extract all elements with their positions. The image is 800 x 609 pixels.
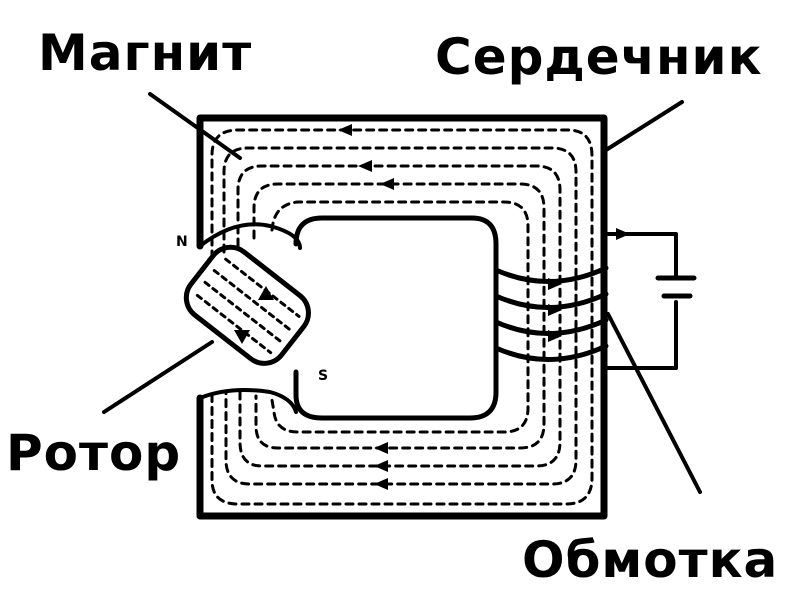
rotor-field-lines (195, 257, 301, 355)
arrow-icon (258, 286, 274, 300)
arrow-icon (234, 330, 250, 344)
south-pole-label: S (318, 368, 328, 384)
leader-rotor (102, 340, 214, 414)
flux-line-3 (236, 164, 562, 468)
core-label: Сердечник (435, 28, 763, 86)
core-inner-window (293, 215, 499, 421)
arrow-icon (358, 160, 372, 172)
north-pole-face (198, 222, 302, 250)
leader-core (604, 100, 684, 152)
arrow-icon (374, 460, 388, 472)
circuit-wire-top (604, 232, 678, 278)
arrow-icon (548, 304, 562, 316)
flux-line-outer (210, 128, 594, 506)
south-pole-face (198, 388, 298, 414)
core-outer-edge (196, 114, 608, 520)
circuit-wire-bottom (604, 300, 678, 370)
arrow-icon (548, 330, 562, 342)
magnet-label: Магнит (38, 24, 253, 82)
arrow-icon (380, 178, 394, 190)
flux-line-inner (270, 200, 530, 434)
rotor-label: Ротор (6, 424, 182, 482)
flux-line-4 (252, 182, 546, 450)
arrow-icon (548, 278, 562, 290)
arrow-icon (616, 228, 630, 240)
leader-winding (606, 312, 702, 494)
arrow-icon (338, 124, 352, 136)
arrow-icon (374, 478, 388, 490)
north-pole-label: N (176, 234, 188, 250)
flux-lines (210, 128, 594, 506)
flux-line-2 (222, 146, 578, 486)
coil-turn (493, 343, 609, 362)
arrow-icon (374, 442, 388, 454)
flux-arrows (234, 124, 630, 490)
winding-label: Обмотка (522, 531, 779, 589)
leader-magnet (148, 92, 242, 160)
rotor-body (183, 244, 311, 366)
